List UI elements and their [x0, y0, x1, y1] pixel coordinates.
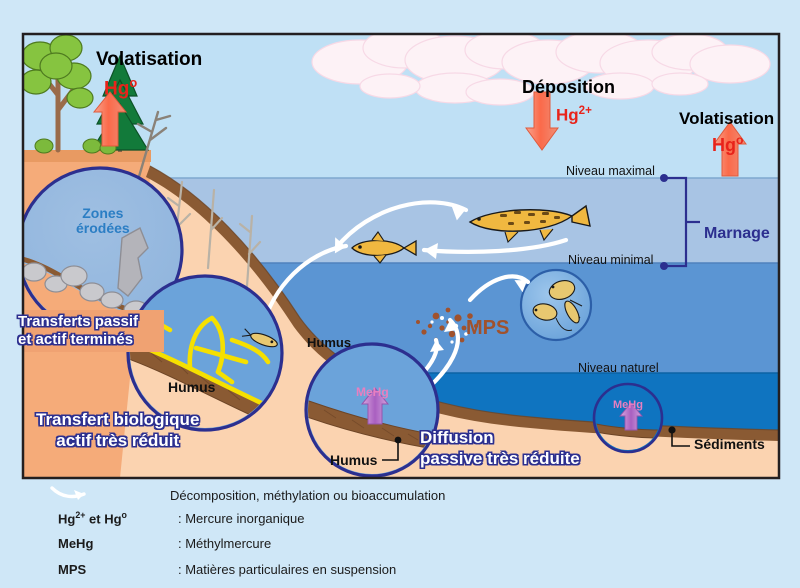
label-sediments: Sédiments	[694, 436, 765, 452]
hg-superscript-right: o	[736, 133, 744, 147]
mercury-cycle-diagram	[21, 32, 781, 480]
volatilisation-arrow-right	[713, 121, 747, 177]
legend-hg-key: Hg2+ et Hgo	[58, 510, 127, 527]
transfers-ended-line2: et actif terminés	[18, 331, 134, 348]
bioaccumulation-arrowheads	[334, 204, 528, 352]
pike-fish	[468, 204, 591, 244]
zoom-circle-sediment-mehg	[592, 382, 664, 454]
volatilisation-left-species: Hgo	[104, 76, 137, 99]
hg-superscript-left: o	[129, 75, 138, 90]
label-niveau-maximal: Niveau maximal	[566, 164, 655, 178]
legend-row-methylmercury: MeHg : Méthylmercure	[22, 536, 782, 554]
legend-row-mps: MPS : Matières particulaires en suspensi…	[22, 562, 782, 580]
volatilisation-left-title: Volatisation	[96, 49, 203, 70]
label-mehg-diffusion: MeHg	[356, 385, 389, 399]
hg-symbol-deposition: Hg	[556, 105, 579, 125]
legend-decomposition-text: Décomposition, méthylation ou bioaccumul…	[170, 488, 446, 503]
callout-biological-transfer: Transfert biologique actif très réduit	[36, 410, 199, 451]
eroded-zones-line1: Zones	[82, 205, 124, 221]
diagram-frame	[21, 32, 781, 480]
hg-superscript-deposition: 2+	[578, 105, 592, 117]
scene	[23, 34, 779, 478]
legend-row-decomposition: Décomposition, méthylation ou bioaccumul…	[22, 484, 782, 503]
eroded-zones-line2: érodées	[76, 219, 130, 236]
label-mps: MPS	[466, 317, 510, 339]
hg-symbol-right: Hg	[712, 135, 736, 155]
transfers-ended-box	[23, 310, 164, 352]
marnage-bracket	[664, 176, 700, 268]
callout-eroded-zones: Zones érodées	[76, 206, 130, 235]
zoom-circle-biological-transfer	[126, 274, 284, 432]
legend-hg-value: : Mercure inorganique	[178, 511, 305, 527]
bank-top	[23, 150, 151, 162]
volatilisation-right-title: Volatisation	[679, 109, 775, 128]
legend: Décomposition, méthylation ou bioaccumul…	[22, 484, 782, 588]
callout-transfers-ended: Transferts passif et actif terminés	[18, 313, 138, 349]
callout-passive-diffusion: Diffusion passive très réduite	[420, 428, 580, 469]
plankton-circle	[519, 268, 593, 342]
passive-diffusion-line2: passive très réduite	[420, 448, 580, 468]
legend-mehg-key: MeHg	[58, 536, 94, 551]
biological-transfer-line2: actif très réduit	[56, 430, 180, 450]
label-niveau-naturel: Niveau naturel	[578, 361, 659, 375]
legend-row-inorganic-mercury: Hg2+ et Hgo : Mercure inorganique	[22, 510, 782, 528]
label-mehg-sediment: MeHg	[613, 399, 643, 411]
sediments-leader	[668, 426, 690, 447]
marnage-top-dot	[660, 174, 668, 182]
biological-transfer-line1: Transfert biologique	[36, 410, 200, 429]
small-fish	[351, 231, 417, 264]
label-marnage: Marnage	[704, 225, 770, 242]
hg-symbol-left: Hg	[104, 78, 130, 100]
label-humus-diffusion: Humus	[330, 452, 378, 468]
label-niveau-minimal: Niveau minimal	[568, 253, 654, 267]
legend-mps-key: MPS	[58, 562, 87, 577]
volatilisation-right-species: Hgo	[712, 134, 743, 155]
deposition-title: Déposition	[522, 77, 615, 97]
clouds	[311, 34, 771, 106]
humus-leader-diffusion	[382, 436, 402, 461]
sand-sublayer	[120, 178, 779, 478]
deposition-species: Hg2+	[556, 105, 592, 125]
legend-curved-arrow-icon	[22, 484, 170, 500]
deposition-arrow	[525, 91, 559, 151]
label-humus-shore: Humus	[307, 335, 352, 350]
transfers-ended-line1: Transferts passif	[18, 313, 139, 330]
volatilisation-arrow-left	[92, 91, 128, 147]
legend-mps-value: : Matières particulaires en suspension	[178, 562, 397, 577]
legend-mehg-value: : Méthylmercure	[178, 536, 272, 551]
passive-diffusion-line1: Diffusion	[420, 428, 494, 447]
label-humus-zoom-left: Humus	[168, 379, 216, 395]
marnage-bottom-dot	[660, 262, 668, 270]
drowned-snags	[166, 180, 262, 302]
zoom-circle-passive-diffusion	[304, 342, 440, 478]
